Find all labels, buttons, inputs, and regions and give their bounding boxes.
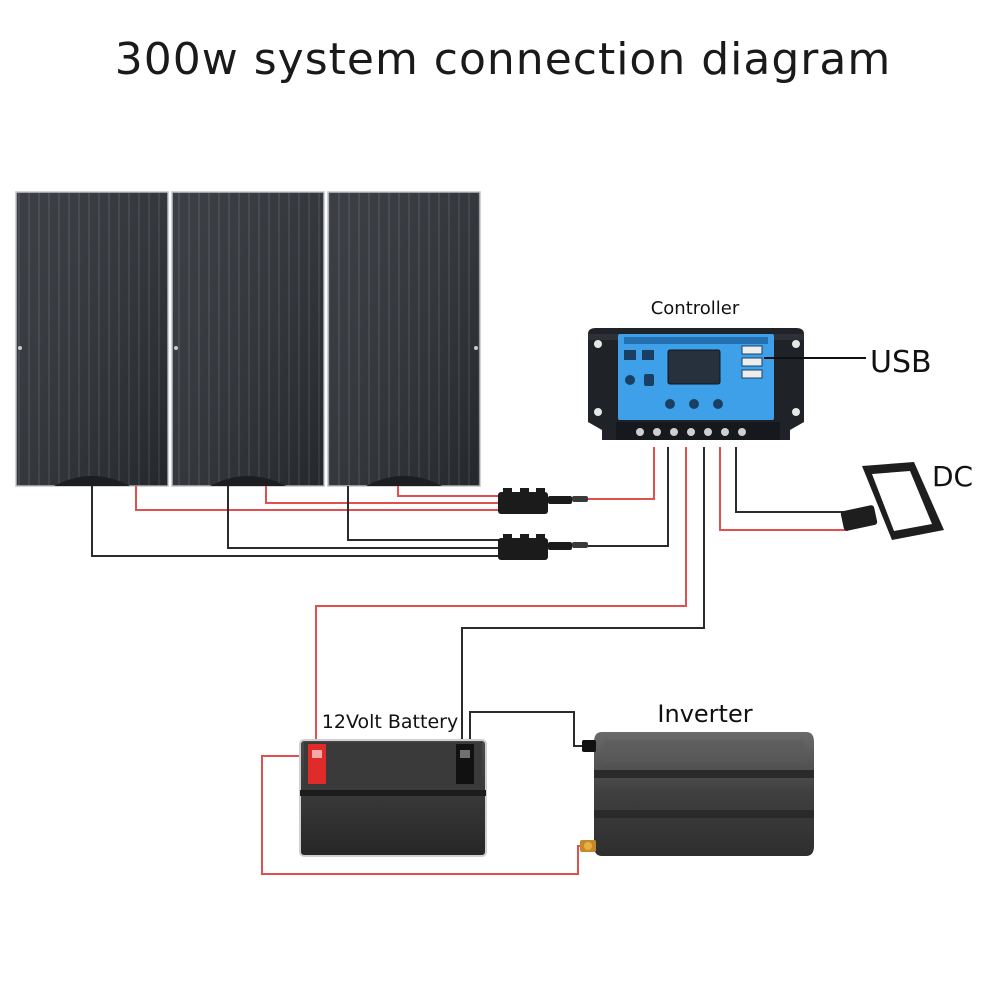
inverter-wires xyxy=(261,711,590,875)
dc-label: DC xyxy=(932,460,973,493)
panel-negative-wires xyxy=(91,447,669,557)
solar-panel-1 xyxy=(15,191,169,487)
floodlight-icon xyxy=(840,462,944,540)
battery-wires xyxy=(315,447,705,742)
solar-panels xyxy=(15,191,481,487)
usb-label: USB xyxy=(870,345,932,380)
mc4-connector-negative-icon xyxy=(498,534,588,560)
mc4-connector-positive-icon xyxy=(498,488,588,514)
dc-load-wires xyxy=(719,447,848,531)
inverter-label: Inverter xyxy=(657,700,752,728)
battery-label: 12Volt Battery xyxy=(322,711,458,733)
controller-label: Controller xyxy=(651,298,740,319)
solar-panel-2 xyxy=(171,191,325,487)
battery-icon xyxy=(299,739,487,857)
solar-panel-3 xyxy=(327,191,481,487)
inverter-icon xyxy=(580,732,814,856)
panel-positive-wires xyxy=(135,447,655,511)
charge-controller-icon xyxy=(588,328,804,440)
page-title: 300w system connection diagram xyxy=(115,34,891,85)
